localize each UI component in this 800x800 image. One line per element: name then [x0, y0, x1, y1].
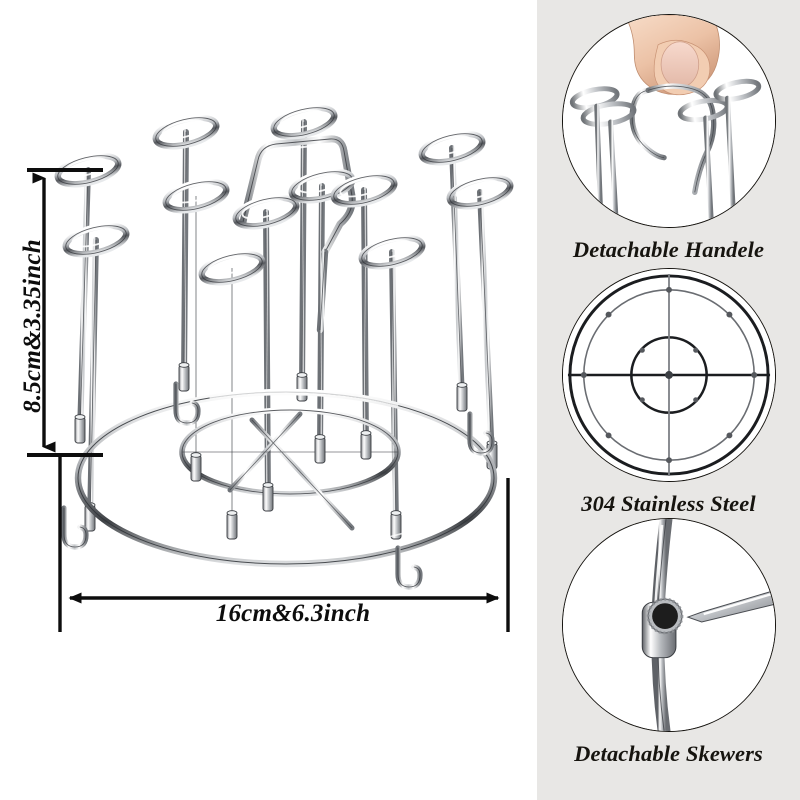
feature-caption-detachable-handle: Detachable Handele: [572, 237, 765, 262]
rack-rings: [569, 78, 761, 227]
feature-caption-stainless-steel: 304 Stainless Steel: [581, 491, 756, 516]
feature-detachable-skewers: Detachable Skewers: [537, 518, 800, 767]
feature-caption-detachable-skewers: Detachable Skewers: [574, 741, 763, 766]
feature-stainless-steel: 304 Stainless Steel: [537, 268, 800, 517]
base-topdown-photo: [561, 268, 776, 482]
base-outer-ring: [74, 388, 498, 568]
hand: [623, 15, 720, 96]
feature-detachable-handle: Detachable Handele: [537, 14, 800, 263]
skewer-ring-tops: [55, 102, 513, 287]
carry-handle: [239, 135, 356, 334]
feature-callout-panel: Detachable Handele: [537, 0, 800, 800]
skewer-tip: [685, 589, 775, 623]
tube-socket: [641, 597, 683, 659]
skewer-socket-photo: [561, 518, 776, 732]
base-rings-topdown: [567, 273, 770, 477]
product-photo-panel: 8.5cm&3.35inch 16cm&6.3inch: [0, 0, 537, 800]
hand-lifting-handle-photo: [561, 14, 776, 228]
product-illustration: [0, 0, 537, 800]
skewer-rack-drawing: [0, 0, 537, 800]
lifted-handle: [628, 83, 716, 196]
